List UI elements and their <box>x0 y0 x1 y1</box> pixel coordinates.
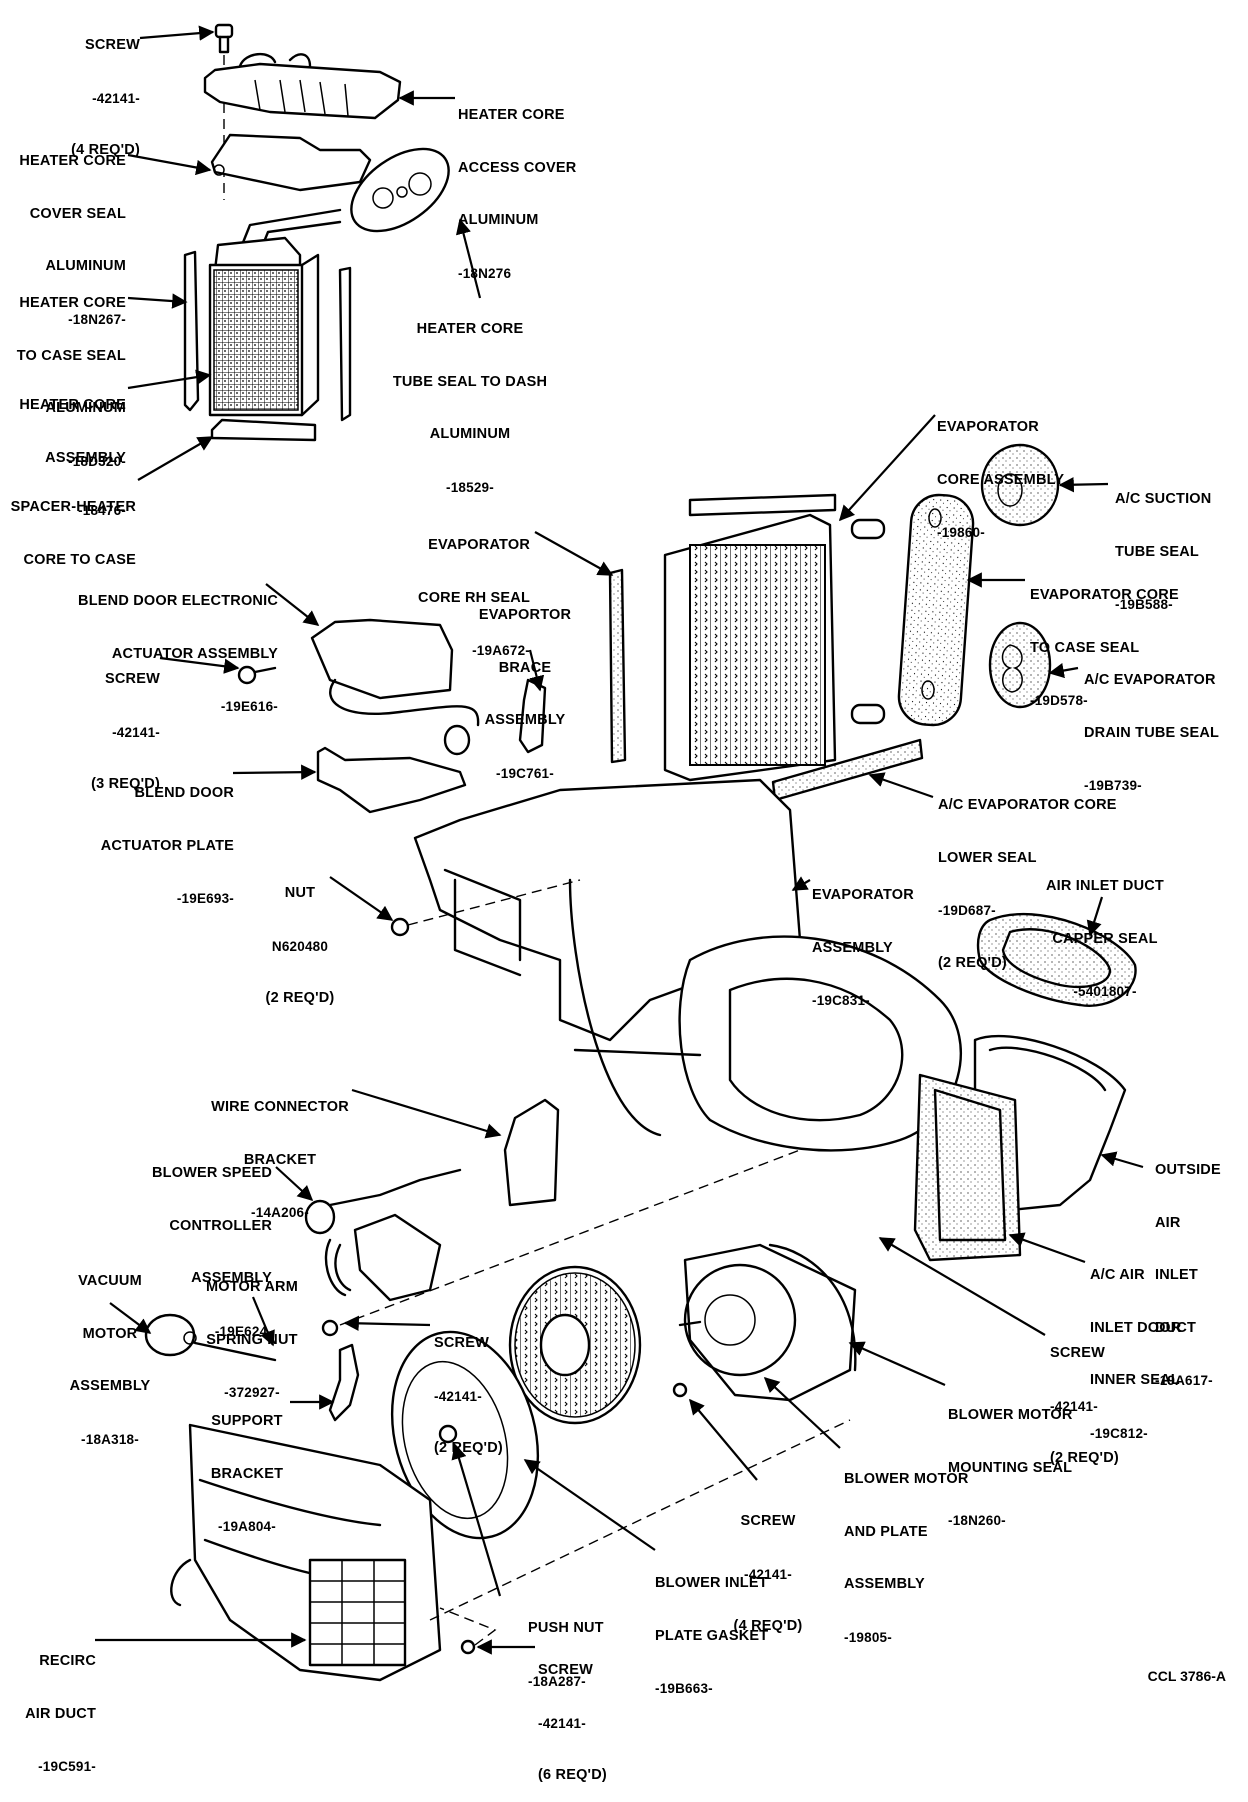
label-blend-door-actuator-plate: BLEND DOOR ACTUATOR PLATE -19E693- <box>100 785 234 906</box>
screw-recirc-part <box>460 1639 476 1655</box>
blower-speed-controller-part <box>304 1168 462 1302</box>
label-screw-inlet-duct: SCREW -42141- (2 REQ'D) <box>1050 1345 1119 1466</box>
vacuum-motor-part <box>144 1313 277 1362</box>
label-blower-motor-mounting-seal: BLOWER MOTOR MOUNTING SEAL -18N260- <box>948 1407 1073 1528</box>
label-blower-inlet-plate-gasket: BLOWER INLET PLATE GASKET -19B663- <box>655 1575 769 1696</box>
label-ac-suction-tube-seal: A/C SUCTION TUBE SEAL -19B588- <box>1115 491 1212 612</box>
label-outside-air-inlet-duct: OUTSIDE AIR INLET DUCT -19A617- <box>1155 1162 1221 1388</box>
blower-motor-plate-part <box>678 1243 857 1402</box>
blower-wheel-part <box>508 1265 642 1425</box>
recirc-air-duct-part <box>170 1423 442 1682</box>
heater-core-access-cover-part <box>203 53 402 120</box>
label-screw-recirc: SCREW -42141- (6 REQ'D) <box>538 1662 607 1783</box>
label-heater-core-assembly: HEATER CORE ASSEMBLY -18476- <box>19 397 126 518</box>
label-wire-connector-bracket: WIRE CONNECTOR BRACKET -14A206- <box>211 1099 349 1220</box>
label-screw-top: SCREW -42141- (4 REQ'D) <box>71 37 140 158</box>
blend-door-actuator-plate-part <box>316 746 467 814</box>
wire-connector-bracket-part <box>503 1098 560 1207</box>
label-heater-core-access-cover: HEATER CORE ACCESS COVER ALUMINUM -18N27… <box>458 107 577 281</box>
blend-door-actuator-part <box>310 618 480 756</box>
label-evaporator-assembly: EVAPORATOR ASSEMBLY -19C831- <box>812 887 914 1008</box>
leader-lines <box>95 25 1144 1655</box>
screw-actuator-part <box>237 665 277 685</box>
label-vacuum-motor-assembly: VACUUM MOTOR ASSEMBLY -18A318- <box>69 1273 151 1447</box>
label-heater-core-cover-seal: HEATER CORE COVER SEAL ALUMINUM -18N267- <box>19 153 126 327</box>
nut-part <box>390 917 410 937</box>
blower-inlet-plate-gasket-part <box>390 1330 540 1540</box>
heater-core-tube-seal-part <box>350 147 450 233</box>
label-heater-core-tube-seal: HEATER CORE TUBE SEAL TO DASH ALUMINUM -… <box>392 321 548 495</box>
label-evaporator-core-rh-seal: EVAPORATOR CORE RH SEAL -19A672- <box>418 537 530 658</box>
label-blower-speed-controller: BLOWER SPEED CONTROLLER ASSEMBLY -19E624… <box>151 1165 272 1339</box>
label-ac-air-inlet-door-inner-seal: A/C AIR INLET DOOR INNER SEAL -19C812- <box>1090 1267 1182 1441</box>
evaporator-core-assembly-part <box>663 493 886 782</box>
evaporator-core-rh-seal-part <box>608 568 627 764</box>
heater-core-side-seal-right <box>338 266 352 422</box>
evaporator-core-to-case-seal-part <box>897 493 975 727</box>
label-screw-blower-motor: SCREW -42141- (4 REQ'D) <box>733 1513 803 1634</box>
label-heater-core-to-case-seal: HEATER CORE TO CASE SEAL ALUMINUM -18D32… <box>16 295 126 469</box>
ac-air-inlet-door-inner-seal-part <box>913 1073 1022 1262</box>
evaporator-assembly-part <box>413 778 962 1152</box>
label-push-nut: PUSH NUT -18A287- <box>528 1620 604 1689</box>
label-spacer-heater-core: SPACER-HEATER CORE TO CASE <box>10 499 136 568</box>
heater-core-cover-seal-part <box>210 133 372 192</box>
label-air-inlet-duct-capper-seal: AIR INLET DUCT CAPPER SEAL -5401807- <box>1046 878 1164 999</box>
label-evaporator-core-to-case-seal: EVAPORATOR CORE TO CASE SEAL -19D578- <box>1030 587 1179 708</box>
heater-core-side-seal-left <box>183 250 200 412</box>
evaporator-brace-part <box>518 678 547 754</box>
figure-code: CCL 3786-A <box>1147 1668 1226 1684</box>
label-evaporator-brace-assembly: EVAPORTOR BRACE ASSEMBLY -19C761- <box>478 607 572 781</box>
label-ac-evaporator-drain-tube-seal: A/C EVAPORATOR DRAIN TUBE SEAL -19B739- <box>1084 672 1220 793</box>
heater-core-assembly-part <box>208 208 342 417</box>
screw-top-part <box>214 23 234 54</box>
label-screw-actuator: SCREW -42141- (3 REQ'D) <box>91 671 160 792</box>
spacer-part <box>210 418 317 442</box>
label-nut: NUT N620480 (2 REQ'D) <box>265 885 335 1006</box>
label-blend-door-actuator-assembly: BLEND DOOR ELECTRONIC ACTUATOR ASSEMBLY … <box>78 593 278 714</box>
ac-suction-tube-seal-part <box>980 443 1060 527</box>
label-motor-arm-spring-nut: MOTOR ARM SPRING NUT -372927- <box>205 1279 298 1400</box>
label-evaporator-core-assembly: EVAPORATOR CORE ASSEMBLY -19860- <box>937 419 1065 540</box>
label-blower-motor-plate-assembly: BLOWER MOTOR AND PLATE ASSEMBLY -19805- <box>844 1471 969 1645</box>
support-bracket-part <box>328 1343 360 1422</box>
label-support-bracket: SUPPORT BRACKET -19A804- <box>210 1413 284 1534</box>
air-inlet-duct-capper-seal-part <box>976 912 1137 1007</box>
label-ac-evaporator-core-lower-seal: A/C EVAPORATOR CORE LOWER SEAL -19D687- … <box>938 797 1117 971</box>
screw-controller-part <box>321 1319 339 1337</box>
exploded-diagram <box>95 23 1144 1682</box>
screw-blower-part <box>672 1382 688 1398</box>
label-recirc-air-duct: RECIRC AIR DUCT -19C591- <box>25 1653 96 1774</box>
label-screw-controller: SCREW -42141- (2 REQ'D) <box>434 1335 503 1456</box>
